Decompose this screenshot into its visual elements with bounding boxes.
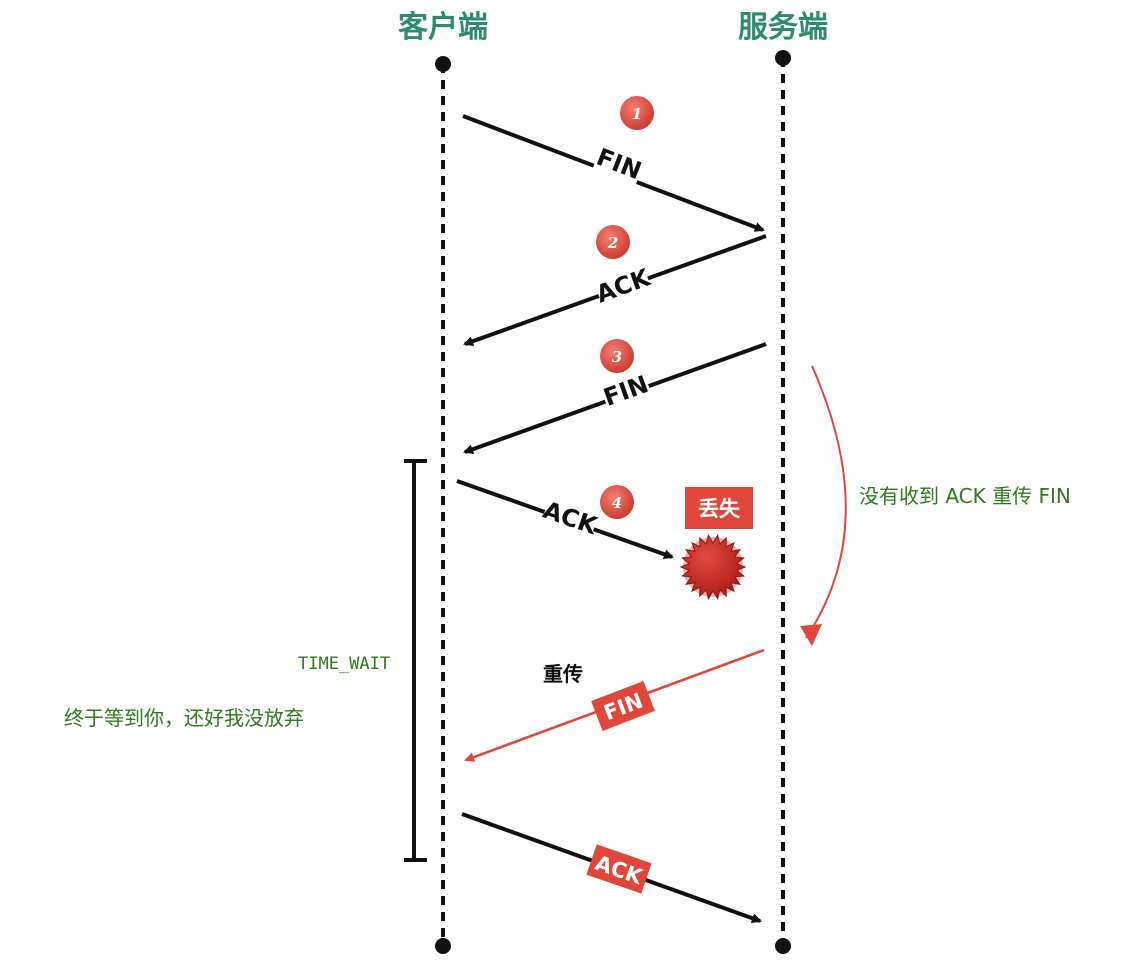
- client-lifeline-title: 客户端: [398, 10, 488, 45]
- message-3-label: FIN: [600, 370, 652, 412]
- client-lifeline-end-dot: [435, 938, 451, 954]
- client-note: 终于等到你，还好我没放弃: [64, 706, 304, 730]
- retransmit-timeout-curve: [800, 365, 847, 646]
- step-3-number: 3: [612, 348, 622, 366]
- client-lifeline-start-dot: [435, 56, 451, 72]
- message-3-fin: FIN: [463, 342, 767, 455]
- message-1-label: FIN: [593, 143, 645, 185]
- step-3-badge: 3: [600, 339, 634, 373]
- message-5-retransmitted-fin: FIN: [464, 648, 765, 762]
- step-4-number: 4: [612, 494, 622, 512]
- step-1-badge: 1: [620, 96, 654, 130]
- client-lifeline: [435, 56, 451, 954]
- retransmit-label: 重传: [543, 662, 583, 686]
- lost-label: 丢失: [698, 497, 741, 521]
- step-2-number: 2: [607, 234, 618, 252]
- server-lifeline: [775, 50, 791, 954]
- server-lifeline-end-dot: [775, 938, 791, 954]
- server-lifeline-title: 服务端: [738, 10, 828, 45]
- message-1-fin: FIN: [462, 114, 765, 232]
- step-1-number: 1: [632, 105, 642, 123]
- step-4-badge: 4: [600, 485, 634, 519]
- time-wait-bracket: [404, 459, 427, 862]
- retransmit-note: 没有收到 ACK 重传 FIN: [859, 484, 1071, 508]
- step-2-badge: 2: [596, 225, 630, 259]
- message-6-final-ack: ACK: [461, 812, 762, 924]
- lost-packet-burst-icon: [679, 534, 747, 600]
- message-5-label: FIN: [601, 689, 647, 726]
- lost-badge: 丢失: [685, 487, 753, 529]
- message-2-ack: ACK: [463, 234, 767, 347]
- message-4-ack-lost: ACK: [456, 479, 674, 560]
- time-wait-label: TIME_WAIT: [298, 654, 390, 674]
- server-lifeline-start-dot: [775, 50, 791, 66]
